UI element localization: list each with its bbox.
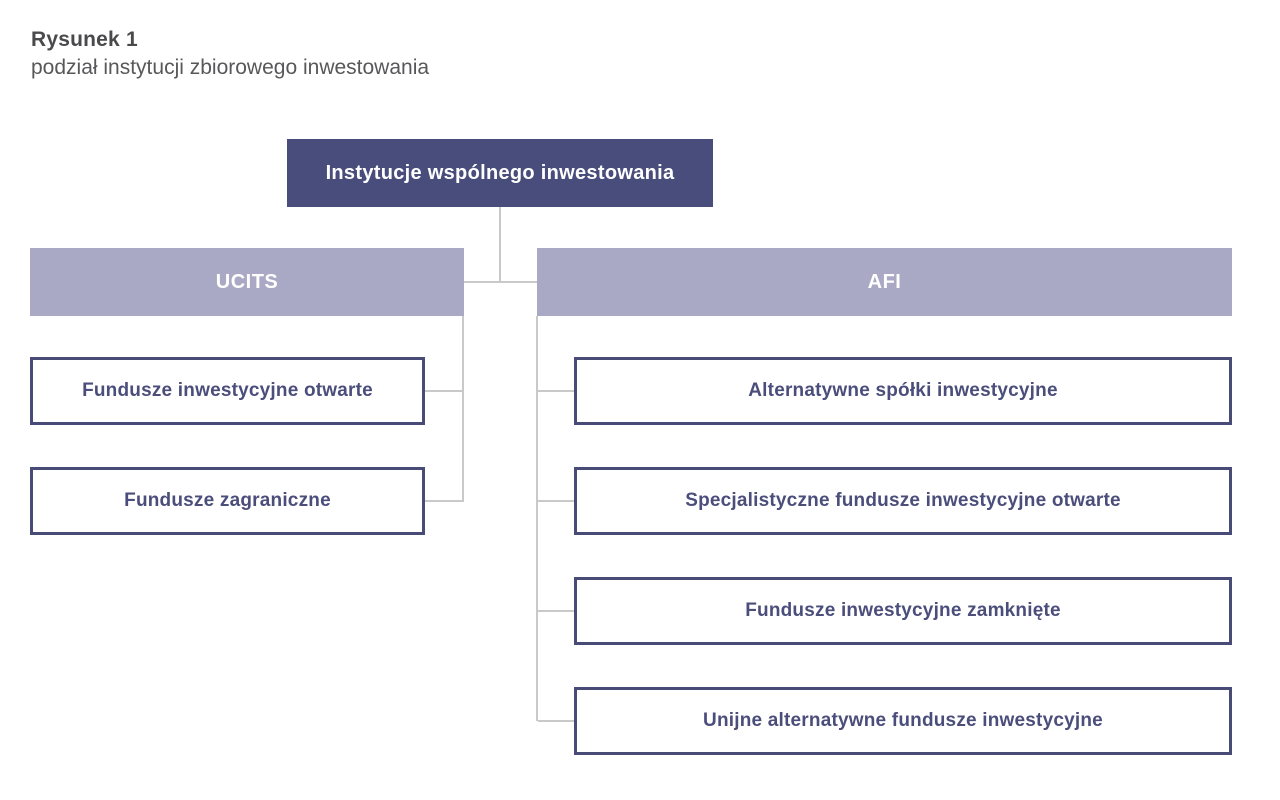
connector-stub-ucits-2 [425, 500, 464, 502]
branch-header-afi: AFI [537, 248, 1232, 316]
root-node: Instytucje wspólnego inwestowania [287, 139, 713, 207]
figure-caption: podział instytucji zbiorowego inwestowan… [31, 56, 430, 79]
connector-stub-afi-3 [538, 610, 574, 612]
leaf-unijne-alternatywne-fundusze-inwestycyjne: Unijne alternatywne fundusze inwestycyjn… [574, 687, 1232, 755]
connector-stub-afi-4 [538, 720, 574, 722]
connector-afi-vertical [536, 316, 538, 721]
branch-header-ucits: UCITS [30, 248, 464, 316]
connector-root-horizontal [464, 281, 537, 283]
leaf-specjalistyczne-fundusze-inwestycyjne-otwarte: Specjalistyczne fundusze inwestycyjne ot… [574, 467, 1232, 535]
connector-stub-afi-1 [538, 390, 574, 392]
connector-stub-ucits-1 [425, 390, 464, 392]
connector-ucits-vertical [462, 316, 464, 502]
connector-root-vertical [499, 207, 501, 283]
leaf-fundusze-zagraniczne: Fundusze zagraniczne [30, 467, 425, 535]
leaf-fundusze-inwestycyjne-zamkniete: Fundusze inwestycyjne zamknięte [574, 577, 1232, 645]
leaf-alternatywne-spolki-inwestycyjne: Alternatywne spółki inwestycyjne [574, 357, 1232, 425]
figure-label: Rysunek 1 [31, 28, 138, 51]
leaf-fundusze-inwestycyjne-otwarte: Fundusze inwestycyjne otwarte [30, 357, 425, 425]
connector-stub-afi-2 [538, 500, 574, 502]
